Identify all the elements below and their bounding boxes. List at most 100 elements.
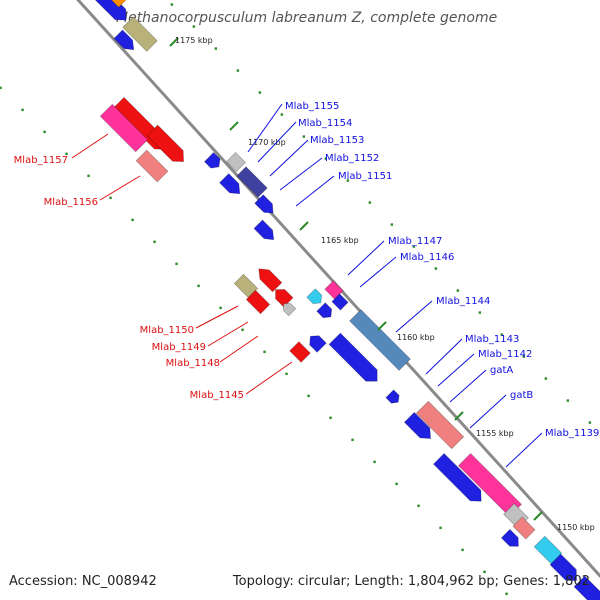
tick-dot	[236, 69, 240, 72]
tick-dot	[566, 399, 570, 402]
leader-line	[395, 300, 433, 333]
tick-dot	[522, 355, 526, 358]
gene-label[interactable]: Mlab_1147	[388, 236, 442, 247]
gene-g17[interactable]	[258, 268, 283, 293]
gene-label[interactable]: Mlab_1143	[465, 334, 519, 345]
tick-dot	[241, 328, 244, 332]
gene-g34[interactable]	[512, 516, 536, 540]
tick-dot	[329, 416, 332, 420]
gene-g22[interactable]	[306, 288, 323, 305]
gene-g32[interactable]	[432, 452, 482, 502]
tick-dot	[478, 311, 482, 314]
gene-g35[interactable]	[500, 528, 519, 547]
ruler-label: 1175 kbp	[175, 36, 213, 45]
tick-dot	[346, 179, 350, 182]
tick-dot	[197, 284, 200, 288]
gene-g7[interactable]	[146, 124, 185, 163]
gene-g11[interactable]	[219, 173, 241, 195]
tick-dot	[153, 240, 156, 244]
leader-line	[257, 121, 297, 163]
ruler-tick	[169, 37, 179, 47]
gene-g14[interactable]	[253, 219, 275, 241]
ruler-tick	[377, 321, 387, 331]
gene-g24[interactable]	[331, 293, 349, 311]
gene-label[interactable]: Mlab_1139	[545, 428, 599, 439]
leader-line	[359, 256, 397, 288]
leader-line	[99, 175, 141, 201]
tick-dot	[373, 460, 376, 464]
tick-dot	[302, 135, 306, 138]
ruler-label: 1160 kbp	[397, 333, 435, 342]
leader-line	[245, 361, 293, 395]
gene-g16[interactable]	[245, 289, 271, 315]
gene-label[interactable]: Mlab_1152	[325, 153, 379, 164]
gene-g28[interactable]	[385, 389, 400, 404]
gene-label[interactable]: Mlab_1149	[152, 342, 206, 353]
tick-dot	[214, 47, 218, 50]
tick-dot	[258, 91, 262, 94]
tick-dot	[368, 201, 372, 204]
tick-dot	[483, 570, 486, 574]
gene-g20[interactable]	[289, 341, 311, 363]
tick-dot	[175, 262, 178, 266]
tick-dot	[219, 306, 222, 310]
tick-dot	[434, 267, 438, 270]
gene-label[interactable]: Mlab_1151	[338, 171, 392, 182]
tick-dot	[280, 113, 284, 116]
tick-dot	[21, 108, 24, 112]
gene-label[interactable]: Mlab_1154	[298, 118, 352, 129]
tick-dot	[109, 196, 112, 200]
gene-g37[interactable]	[549, 553, 578, 582]
gene-g25[interactable]	[316, 302, 333, 319]
tick-dot	[263, 350, 266, 354]
tick-dot	[324, 157, 328, 160]
ruler-label: 1155 kbp	[476, 429, 514, 438]
gene-g26[interactable]	[349, 309, 411, 371]
gene-g9[interactable]	[203, 151, 221, 169]
gene-label[interactable]: Mlab_1144	[436, 296, 490, 307]
gene-label[interactable]: Mlab_1146	[400, 252, 454, 263]
gene-g3[interactable]	[109, 0, 127, 8]
gene-label[interactable]: Mlab_1142	[478, 349, 532, 360]
leader-line	[295, 175, 335, 207]
gene-label[interactable]: gatB	[510, 390, 533, 401]
gene-g13[interactable]	[254, 194, 274, 214]
ruler-tick	[533, 511, 543, 521]
gene-label[interactable]: Mlab_1150	[140, 325, 194, 336]
gene-label[interactable]: Mlab_1148	[166, 358, 220, 369]
tick-dot	[544, 377, 548, 380]
gene-label[interactable]: Mlab_1156	[44, 197, 98, 208]
gene-g4[interactable]	[113, 29, 135, 51]
gene-g38[interactable]	[573, 575, 600, 600]
leader-line	[469, 394, 507, 429]
gene-g30[interactable]	[403, 411, 432, 440]
leader-line	[437, 353, 475, 387]
tick-dot	[461, 548, 464, 552]
gene-label[interactable]: gatA	[490, 365, 513, 376]
tick-track	[0, 3, 592, 596]
gene-g12[interactable]	[236, 166, 268, 198]
gene-g8[interactable]	[135, 149, 169, 183]
tick-dot	[65, 152, 68, 156]
backbone-line	[76, 0, 600, 579]
leader-line	[425, 338, 463, 375]
tick-dot	[87, 174, 90, 178]
leader-line	[207, 321, 249, 347]
gene-label[interactable]: Mlab_1157	[14, 155, 68, 166]
gene-g19[interactable]	[282, 302, 297, 317]
gene-g21[interactable]	[309, 335, 327, 353]
tick-dot	[588, 421, 592, 424]
gene-label[interactable]: Mlab_1145	[190, 390, 244, 401]
leader-line	[247, 103, 283, 153]
gene-label[interactable]: Mlab_1153	[310, 135, 364, 146]
tick-dot	[351, 438, 354, 442]
gene-g29[interactable]	[415, 400, 465, 450]
gene-g6[interactable]	[99, 103, 149, 153]
gene-g10[interactable]	[225, 151, 247, 173]
gene-label[interactable]: Mlab_1155	[285, 101, 339, 112]
gene-g27[interactable]	[328, 332, 378, 382]
gene-g2[interactable]	[122, 16, 158, 52]
tick-dot	[285, 372, 288, 376]
